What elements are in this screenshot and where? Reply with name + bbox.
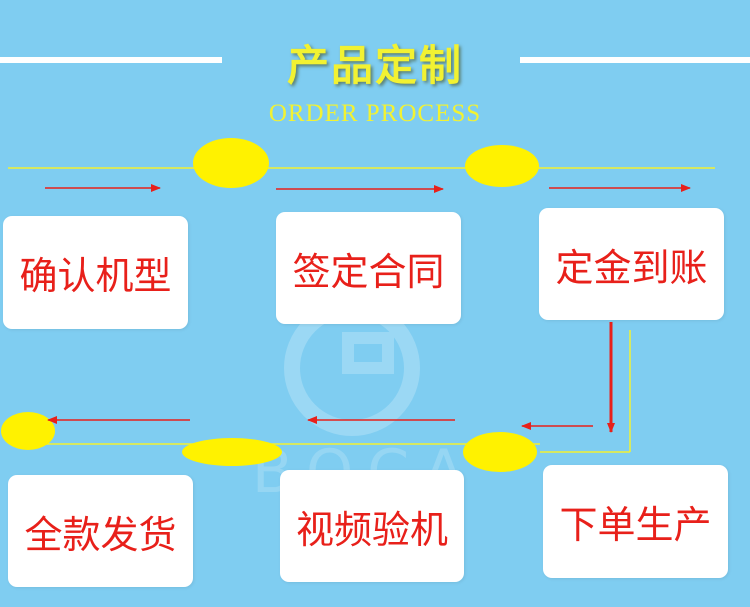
- step-start-production: 下单生产: [543, 465, 728, 578]
- step-deposit-received: 定金到账: [539, 208, 724, 320]
- step-label: 定金到账: [555, 245, 708, 290]
- step-full-payment-shipping: 全款发货: [8, 475, 193, 587]
- timeline-node: [1, 412, 55, 450]
- header-bar-right: [520, 57, 750, 63]
- step-label: 视频验机: [295, 507, 448, 552]
- timeline-node: [465, 145, 539, 187]
- step-confirm-model: 确认机型: [3, 216, 188, 329]
- step-label: 确认机型: [19, 254, 172, 298]
- step-label: 下单生产: [559, 503, 712, 547]
- watermark-logo-icon: [284, 300, 420, 436]
- step-video-inspection: 视频验机: [280, 470, 464, 582]
- step-label: 全款发货: [24, 512, 177, 557]
- timeline-node: [193, 138, 269, 188]
- timeline-node: [463, 432, 537, 472]
- page-title: 产品定制: [286, 41, 463, 90]
- header-bar-left: [0, 57, 222, 63]
- timeline-node: [182, 438, 282, 466]
- page-subtitle: ORDER PROCESS: [268, 100, 482, 127]
- step-label: 签定合同: [292, 249, 445, 294]
- step-sign-contract: 签定合同: [276, 212, 461, 324]
